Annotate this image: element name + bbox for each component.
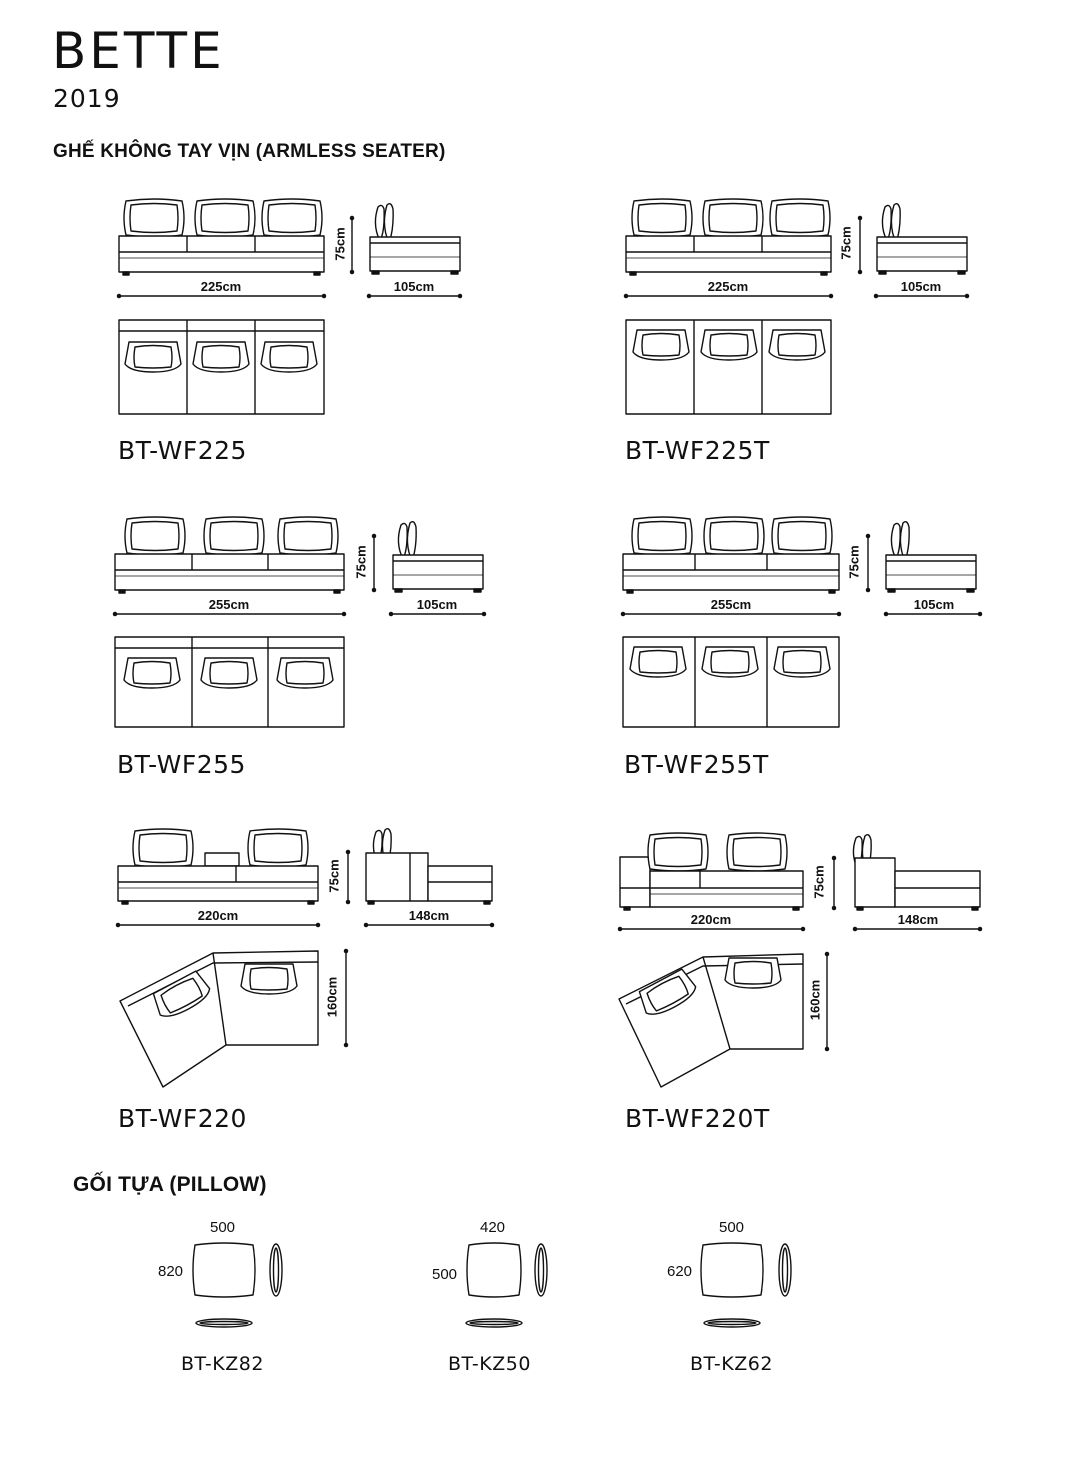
plan-bt-wf255 [115, 637, 344, 727]
pillow-height-bt-kz50: 500 [432, 1266, 458, 1283]
plan-bt-wf220 [120, 951, 318, 1087]
pillow-code-bt-kz62: BT-KZ62 [690, 1353, 773, 1375]
dim-height-bt-wf220: 75cm [326, 859, 342, 893]
elevation-bt-wf220t [620, 832, 803, 910]
dim-width-bt-wf255: 255cm [208, 597, 250, 612]
dim-width-bt-wf225: 225cm [200, 279, 242, 294]
model-code-bt-wf255: BT-WF255 [117, 750, 246, 779]
dim-depth-bt-wf220: 148cm [408, 908, 450, 923]
dim-height-bt-wf255: 75cm [353, 545, 369, 579]
model-code-bt-wf225: BT-WF225 [118, 436, 247, 465]
dim-depth-bt-wf255t: 105cm [913, 597, 955, 612]
dim-depth-bt-wf225t: 105cm [900, 279, 942, 294]
dim-width-bt-wf225t: 225cm [707, 279, 749, 294]
dim-depth-bt-wf255: 105cm [416, 597, 458, 612]
side-bt-wf255 [392, 520, 484, 593]
elevation-bt-wf220 [118, 828, 318, 904]
side-bt-wf220t [853, 835, 980, 910]
pillow-drawing-bt-kz50 [466, 1243, 547, 1327]
side-bt-wf255t [885, 520, 977, 593]
model-code-bt-wf225t: BT-WF225T [625, 436, 770, 465]
dim-plan-depth-bt-wf220t: 160cm [807, 979, 823, 1021]
brand-title: BETTE [52, 22, 225, 80]
dim-depth-bt-wf225: 105cm [393, 279, 435, 294]
plan-bt-wf225 [119, 320, 324, 414]
dim-depth-bt-wf220t: 148cm [897, 912, 939, 927]
pillow-height-bt-kz82: 820 [158, 1263, 184, 1280]
pillow-width-bt-kz50: 420 [480, 1219, 506, 1236]
dim-height-bt-wf225t: 75cm [838, 226, 854, 260]
model-code-bt-wf255t: BT-WF255T [624, 750, 769, 779]
elevation-bt-wf255t [623, 516, 839, 593]
elevation-bt-wf225 [119, 198, 324, 275]
plan-bt-wf225t [626, 320, 831, 414]
pillow-width-bt-kz62: 500 [719, 1219, 745, 1236]
section-title-pillow: GỐI TỰA (PILLOW) [73, 1173, 267, 1196]
model-code-bt-wf220t: BT-WF220T [625, 1104, 770, 1133]
section-title-armless: GHẾ KHÔNG TAY VỊN (ARMLESS SEATER) [53, 141, 446, 162]
dim-height-bt-wf255t: 75cm [846, 545, 862, 579]
dim-height-bt-wf225: 75cm [332, 227, 348, 261]
pillow-width-bt-kz82: 500 [210, 1219, 236, 1236]
elevation-bt-wf225t [626, 198, 831, 275]
dim-width-bt-wf220: 220cm [197, 908, 239, 923]
dim-width-bt-wf220t: 220cm [690, 912, 732, 927]
pillow-height-bt-kz62: 620 [667, 1263, 693, 1280]
dim-height-bt-wf220t: 75cm [811, 865, 827, 899]
model-code-bt-wf220: BT-WF220 [118, 1104, 247, 1133]
plan-bt-wf255t [623, 637, 839, 727]
elevation-bt-wf255 [115, 516, 344, 593]
pillow-code-bt-kz82: BT-KZ82 [181, 1353, 264, 1375]
pillow-code-bt-kz50: BT-KZ50 [448, 1353, 531, 1375]
dim-plan-depth-bt-wf220: 160cm [324, 976, 340, 1018]
collection-year: 2019 [53, 84, 121, 113]
side-bt-wf220 [366, 829, 492, 904]
side-bt-wf225t [876, 202, 968, 275]
pillow-drawing-bt-kz82 [193, 1243, 282, 1327]
side-bt-wf225 [369, 202, 461, 275]
plan-bt-wf220t [619, 954, 803, 1087]
pillow-drawing-bt-kz62 [701, 1243, 791, 1327]
dim-width-bt-wf255t: 255cm [710, 597, 752, 612]
